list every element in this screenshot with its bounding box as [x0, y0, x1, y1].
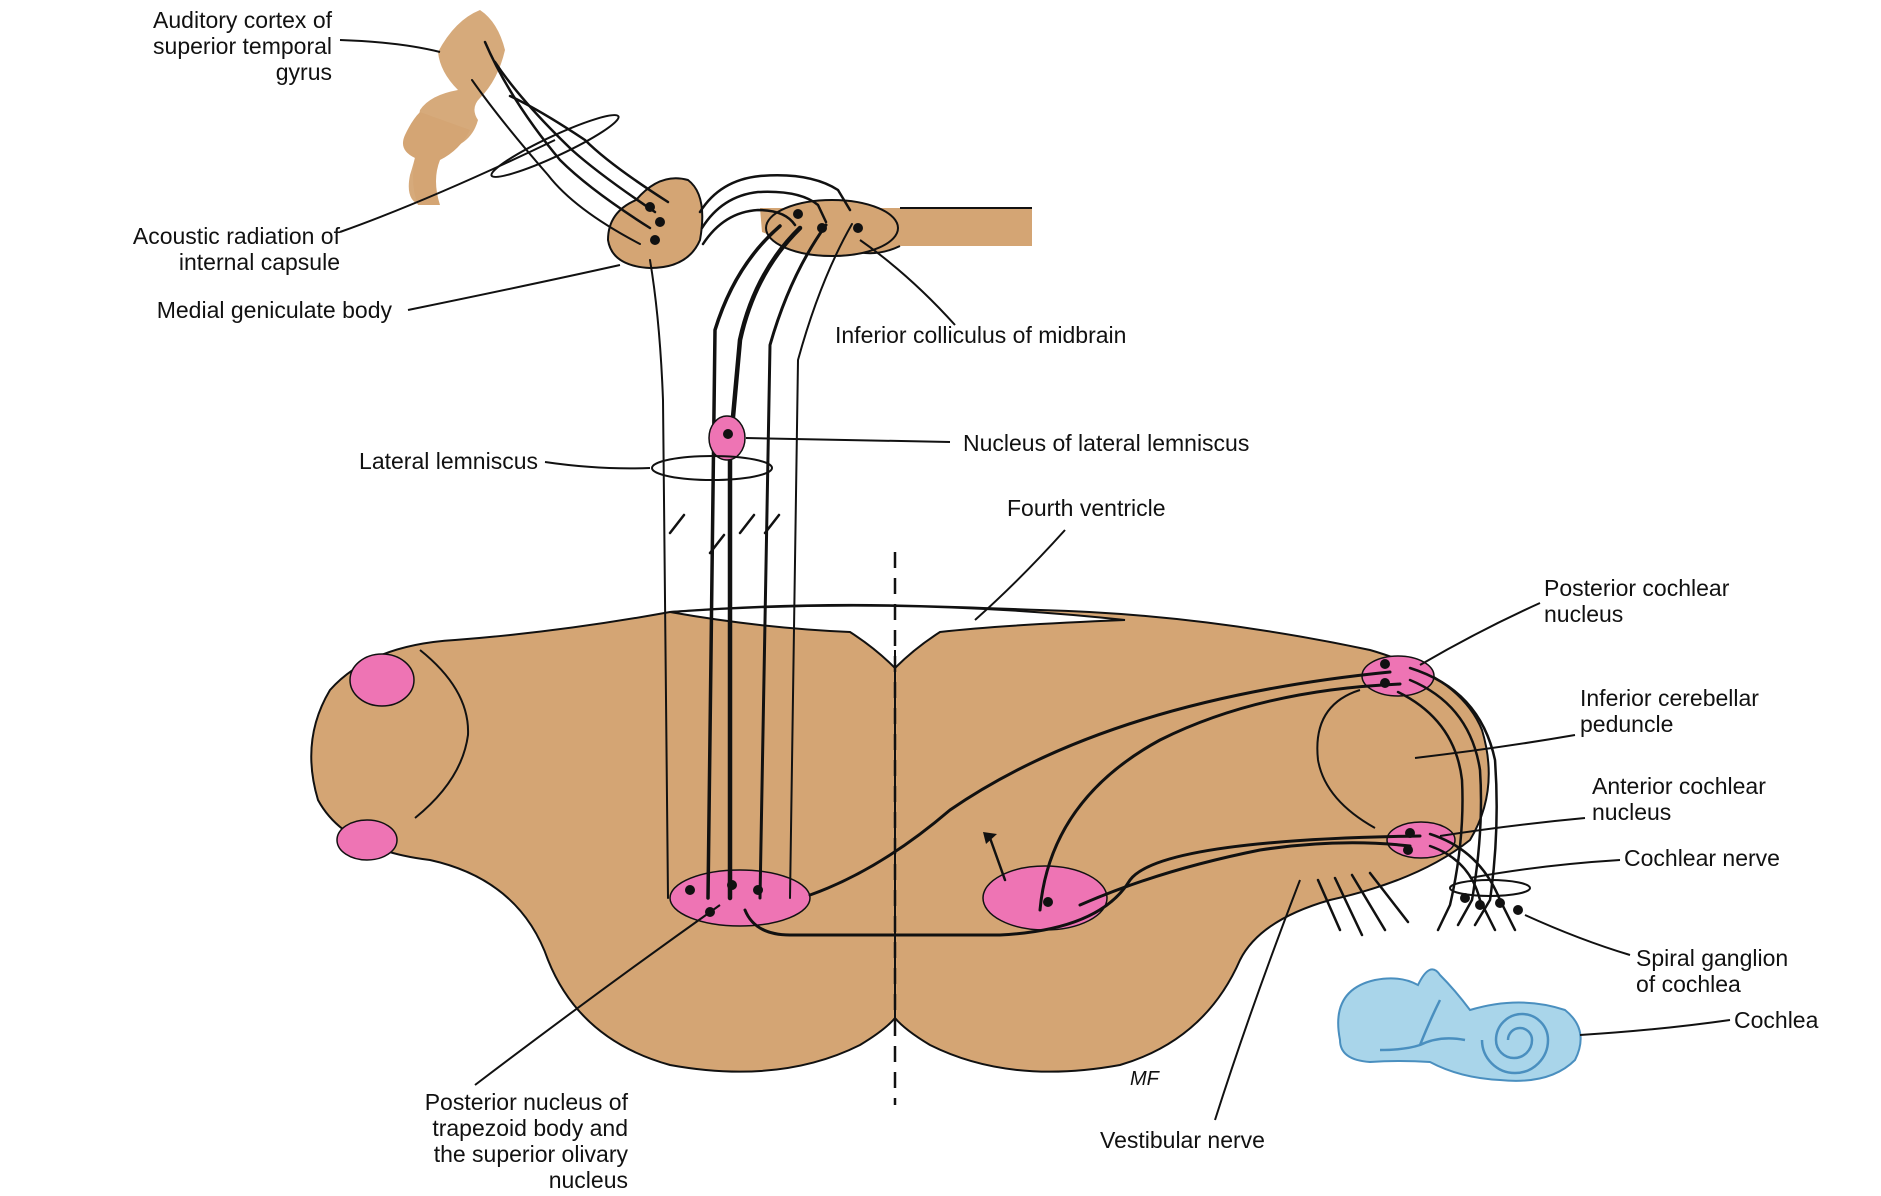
- leader-auditory-cortex: [340, 40, 440, 52]
- label-inferior-colliculus: Inferior colliculus of midbrain: [835, 322, 1126, 348]
- label-line: Anterior cochlear: [1592, 773, 1766, 799]
- label-line: nucleus: [549, 1167, 628, 1191]
- label-line: superior temporal: [153, 33, 332, 59]
- acoustic-radiation-fibre-2: [495, 62, 655, 212]
- label-line: peduncle: [1580, 711, 1673, 737]
- label-line: Auditory cortex of: [153, 7, 333, 33]
- neuron-dot: [685, 885, 695, 895]
- label-medial-geniculate: Medial geniculate body: [157, 297, 393, 323]
- label-fourth-ventricle: Fourth ventricle: [1007, 495, 1166, 521]
- neuron-dot: [1475, 900, 1485, 910]
- neuron-dot: [1043, 897, 1053, 907]
- label-line: Medial geniculate body: [157, 297, 393, 323]
- artist-signature: MF: [1130, 1068, 1161, 1090]
- medulla-tissue: [311, 605, 1489, 1072]
- label-nucleus-lateral-lemniscus: Nucleus of lateral lemniscus: [963, 430, 1249, 456]
- label-cochlear-nerve: Cochlear nerve: [1624, 845, 1780, 871]
- label-line: Fourth ventricle: [1007, 495, 1166, 521]
- label-line: trapezoid body and: [432, 1115, 628, 1141]
- neuron-dot: [1403, 845, 1413, 855]
- label-line: Spiral ganglion: [1636, 945, 1788, 971]
- label-line: nucleus: [1592, 799, 1671, 825]
- neuron-dot: [817, 223, 827, 233]
- leader-nucleus-lateral-lemniscus: [746, 438, 950, 442]
- leader-lateral-lemniscus: [545, 462, 650, 468]
- leader-medial-geniculate: [408, 265, 620, 310]
- brainstem-section: [311, 552, 1489, 1105]
- neuron-dot: [645, 202, 655, 212]
- label-lateral-lemniscus: Lateral lemniscus: [359, 448, 538, 474]
- label-vestibular-nerve: Vestibular nerve: [1100, 1127, 1265, 1153]
- neuron-dot: [1405, 828, 1415, 838]
- left-lower-nucleus: [337, 820, 397, 860]
- label-line: the superior olivary: [434, 1141, 629, 1167]
- leader-spiral-ganglion: [1525, 915, 1630, 955]
- neuron-dot: [853, 223, 863, 233]
- cochlea-drawing: [1338, 969, 1580, 1080]
- leader-posterior-cochlear: [1420, 603, 1540, 665]
- neuron-dot: [1380, 659, 1390, 669]
- label-spiral-ganglion: Spiral ganglionof cochlea: [1636, 945, 1788, 997]
- label-line: Cochlear nerve: [1624, 845, 1780, 871]
- acoustic-radiation-fibre-1: [485, 42, 650, 228]
- inferior-colliculus: [766, 200, 898, 256]
- label-cochlea: Cochlea: [1734, 1007, 1819, 1033]
- label-line: Cochlea: [1734, 1007, 1819, 1033]
- collateral-ticks: [670, 515, 779, 553]
- label-line: Lateral lemniscus: [359, 448, 538, 474]
- acoustic-radiation-ring: [487, 107, 622, 184]
- label-line: Posterior nucleus of: [425, 1089, 629, 1115]
- label-line: Nucleus of lateral lemniscus: [963, 430, 1249, 456]
- midbrain-section: [608, 178, 1032, 268]
- neuron-dot: [727, 880, 737, 890]
- label-line: nucleus: [1544, 601, 1623, 627]
- neuron-dot: [1495, 898, 1505, 908]
- label-trapezoid: Posterior nucleus oftrapezoid body andth…: [425, 1089, 629, 1191]
- label-line: Acoustic radiation of: [133, 223, 341, 249]
- neuron-dot: [753, 885, 763, 895]
- neuron-dot: [723, 429, 733, 439]
- neuron-dot: [1380, 678, 1390, 688]
- label-line: Posterior cochlear: [1544, 575, 1730, 601]
- label-line: Inferior cerebellar: [1580, 685, 1759, 711]
- label-line: internal capsule: [179, 249, 340, 275]
- label-line: Inferior colliculus of midbrain: [835, 322, 1126, 348]
- label-line: Vestibular nerve: [1100, 1127, 1265, 1153]
- label-anterior-cochlear: Anterior cochlearnucleus: [1592, 773, 1766, 825]
- neuron-dot: [650, 235, 660, 245]
- label-line: of cochlea: [1636, 971, 1741, 997]
- neuron-dot: [793, 209, 803, 219]
- neuron-dot: [655, 217, 665, 227]
- leader-fourth-ventricle: [975, 530, 1065, 620]
- leader-cochlea: [1580, 1020, 1730, 1035]
- label-line: gyrus: [276, 59, 332, 85]
- left-upper-nucleus: [350, 654, 414, 706]
- neuron-dot: [1513, 905, 1523, 915]
